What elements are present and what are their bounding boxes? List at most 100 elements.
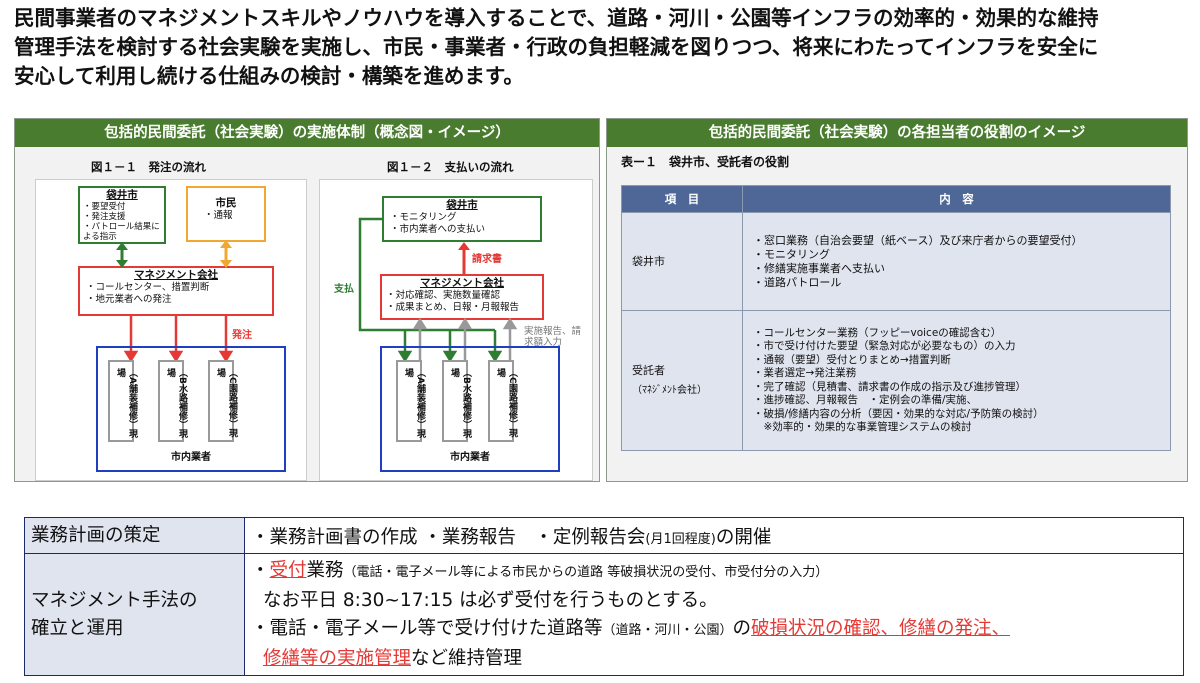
row2-l1-main: 業務 <box>306 559 344 581</box>
fig1-city-name: 袋井市 <box>106 189 138 201</box>
row2-content: ・受付業務（電話・電子メール等による市民からの道路 等破損状況の受付、市受付分の… <box>244 553 1184 676</box>
fig1-city-mgmt-arrow <box>116 242 128 268</box>
fig2-site-a: （A舗装補修）現場 <box>396 360 425 442</box>
roles-row-content: ・コールセンター業務（フッピーvoiceの確認含む） ・市で受け付けた要望（緊急… <box>742 310 1171 451</box>
fig1-site-c: （C園路補修）現場 <box>208 360 237 442</box>
fig1-arrows <box>116 240 234 363</box>
fig2-arrows <box>358 217 518 363</box>
roles-content-line: ・道路パトロール <box>753 275 842 289</box>
table-row: マネジメント手法の 確立と運用 ・受付業務（電話・電子メール等による市民からの道… <box>24 553 1184 676</box>
fig1-contractors-box: （A舗装補修）現場 （B水路補修）現場 （C園路補修）現場 市内業者 <box>96 346 286 472</box>
fig1-mgmt-name: マネジメント会社 <box>134 269 218 281</box>
intro-line-2: 管理手法を検討する社会実験を実施し、市民・事業者・行政の負担軽減を図りつつ、将来… <box>14 35 1099 59</box>
fig1-city-item: ・要望受付 <box>83 202 126 212</box>
fig2-payment-arrows <box>358 217 503 363</box>
roles-panel-title: 包括的民間委託（社会実験）の各担当者の役割のイメージ <box>607 119 1187 147</box>
roles-panel: 包括的民間委託（社会実験）の各担当者の役割のイメージ 表ー１ 袋井市、受託者の役… <box>606 118 1188 482</box>
roles-content-line: ※効率的・効果的な事業管理システムの検討 <box>753 421 972 433</box>
row2-line2: なお平日 8:30~17:15 は必ず受付を行うものとする。 <box>263 589 718 611</box>
management-table: 業務計画の策定 ・業務計画書の作成 ・業務報告 ・定例報告会(月1回程度)の開催… <box>24 517 1184 676</box>
row2-head-line1: マネジメント手法の <box>31 589 198 611</box>
fig2-invoice-arrow <box>458 242 470 274</box>
implementation-panel-title: 包括的民間委託（社会実験）の実施体制（概念図・イメージ） <box>15 119 599 147</box>
row2-l4-tail: など維持管理 <box>411 647 523 669</box>
fig1-area: 袋井市 ・要望受付 ・発注支援 ・パトロール結果による指示 市民 ・通報 マネジ… <box>35 179 307 481</box>
roles-table-header: 項 目 内 容 <box>621 185 1171 213</box>
roles-content-line: ・破損/修繕内容の分析（要因・効果的な対応/予防策の検討） <box>753 407 1044 420</box>
intro-text: 民間事業者のマネジメントスキルやノウハウを導入することで、道路・河川・公園等イン… <box>14 4 1189 91</box>
row1-content: ・業務計画書の作成 ・業務報告 ・定例報告会(月1回程度)の開催 <box>244 517 1184 554</box>
fig2-site-b: （B水路補修）現場 <box>442 360 471 442</box>
row2-l3-main: ・電話・電子メール等で受け付けた道路等 <box>251 617 603 639</box>
fig2-contractors-label: 市内業者 <box>450 452 490 463</box>
fig2-report-arrows <box>412 317 518 360</box>
roles-row-item: 受託者 （ﾏﾈｼﾞﾒﾝﾄ会社） <box>621 310 743 451</box>
row2-l1-small: （電話・電子メール等による市民からの道路 等破損状況の受付、市受付分の入力） <box>343 564 829 580</box>
row2-l3-small: （道路・河川・公園） <box>602 622 733 638</box>
roles-row-content: ・窓口業務（自治会要望（紙ベース）及び来庁者からの要望受付） ・モニタリング ・… <box>742 212 1171 311</box>
roles-content-line: ・完了確認（見積書、請求書の作成の指示及び進捗管理） <box>753 380 1026 393</box>
fig2-area: 袋井市 ・モニタリング ・市内業者への支払い 請求書 支払 マネジメント会社 ・… <box>319 179 593 481</box>
fig2-city-item: ・モニタリング <box>390 212 457 223</box>
fig1-city-item: ・発注支援 <box>83 212 126 222</box>
fig1-city-item: ・パトロール結果による指示 <box>83 222 160 242</box>
row1-text-a: ・業務計画書の作成 ・業務報告 ・定例報告会 <box>251 526 646 548</box>
fig1-mgmt-item: ・コールセンター、措置判断 <box>86 282 210 293</box>
fig1-citizen-name: 市民 <box>215 197 237 209</box>
roles-content-line: ・修繕実施事業者へ支払い <box>753 261 885 275</box>
roles-row-item-sub: （ﾏﾈｼﾞﾒﾝﾄ会社） <box>632 384 707 396</box>
roles-header-content: 内 容 <box>742 185 1171 213</box>
fig1-order-label: 発注 <box>232 330 252 341</box>
implementation-panel: 包括的民間委託（社会実験）の実施体制（概念図・イメージ） 図１－１ 発注の流れ … <box>14 118 600 482</box>
fig2-mgmt-item: ・成果まとめ、日報・月報報告 <box>386 302 520 313</box>
fig2-mgmt-item: ・対応確認、実施数量確認 <box>386 290 501 301</box>
fig2-mgmt-name: マネジメント会社 <box>420 277 504 289</box>
table-row: 袋井市 ・窓口業務（自治会要望（紙ベース）及び来庁者からの要望受付） ・モニタリ… <box>621 212 1171 311</box>
roles-content-line: ・コールセンター業務（フッピーvoiceの確認含む） <box>753 326 1002 339</box>
roles-content-line: ・市で受け付けた要望（緊急対応が必要なもの）の入力 <box>753 340 1016 352</box>
fig1-site-b: （B水路補修）現場 <box>158 360 187 442</box>
roles-row-item: 袋井市 <box>621 212 743 311</box>
fig2-payment-label: 支払 <box>334 284 354 295</box>
row2-l4-red: 修繕等の実施管理 <box>263 647 412 669</box>
row2-l1-red: 受付 <box>269 559 307 581</box>
row2-l3-red: 破損状況の確認、修繕の発注、 <box>751 617 1011 639</box>
roles-content-line: ・通報（要望）受付とりまとめ→措置判断 <box>753 353 951 366</box>
fig1-citizen-item: ・通報 <box>204 210 233 221</box>
roles-row-item-name: 受託者 <box>632 363 665 377</box>
fig1-site-a: （A舗装補修）現場 <box>108 360 137 442</box>
fig1-mgmt-item: ・地元業者への発注 <box>86 294 172 305</box>
row1-head: 業務計画の策定 <box>24 517 245 554</box>
fig1-title: 図１－１ 発注の流れ <box>91 160 206 174</box>
row2-head-line2: 確立と運用 <box>31 617 124 639</box>
row2-line4: 修繕等の実施管理など維持管理 <box>251 645 1177 673</box>
table-row: 業務計画の策定 ・業務計画書の作成 ・業務報告 ・定例報告会(月1回程度)の開催 <box>24 517 1184 554</box>
intro-line-3: 安心して利用し続ける仕組みの検討・構築を進めます。 <box>14 64 524 88</box>
fig1-order-arrows <box>123 316 234 363</box>
fig2-invoice-label: 請求書 <box>472 254 502 265</box>
row2-line1: ・受付業務（電話・電子メール等による市民からの道路 等破損状況の受付、市受付分の… <box>251 557 1177 587</box>
fig1-citizen-mgmt-arrow <box>220 240 232 268</box>
roles-content-line: ・モニタリング <box>753 247 830 261</box>
row2-line3: ・電話・電子メール等で受け付けた道路等（道路・河川・公園）の破損状況の確認、修繕… <box>251 615 1177 645</box>
roles-table-caption: 表ー１ 袋井市、受託者の役割 <box>621 155 790 169</box>
intro-line-1: 民間事業者のマネジメントスキルやノウハウを導入することで、道路・河川・公園等イン… <box>14 6 1099 30</box>
roles-content-line: ・窓口業務（自治会要望（紙ベース）及び来庁者からの要望受付） <box>753 233 1083 247</box>
row1-text-small: (月1回程度) <box>645 531 716 547</box>
fig2-contractors-box: （A舗装補修）現場 （B水路補修）現場 （C園路補修）現場 市内業者 <box>380 346 560 472</box>
row1-text-b: の開催 <box>715 526 772 548</box>
row2-head: マネジメント手法の 確立と運用 <box>24 553 245 676</box>
table-row: 受託者 （ﾏﾈｼﾞﾒﾝﾄ会社） ・コールセンター業務（フッピーvoiceの確認含… <box>621 310 1171 451</box>
row2-l1-prefix: ・ <box>251 559 270 581</box>
roles-content-line: ・業者選定→発注業務 <box>753 367 857 379</box>
roles-table: 項 目 内 容 袋井市 ・窓口業務（自治会要望（紙ベース）及び来庁者からの要望受… <box>621 185 1171 451</box>
fig1-city-box: 袋井市 ・要望受付 ・発注支援 ・パトロール結果による指示 <box>78 186 166 244</box>
fig2-site-c: （C園路補修）現場 <box>488 360 517 442</box>
fig1-contractors-label: 市内業者 <box>171 452 211 463</box>
fig2-report-label: 実施報告、請求額入力 <box>524 326 582 348</box>
row2-l3-mid: の <box>732 617 752 639</box>
fig2-title: 図１－２ 支払いの流れ <box>387 160 514 174</box>
fig2-city-box: 袋井市 ・モニタリング ・市内業者への支払い <box>382 196 542 242</box>
fig2-mgmt-box: マネジメント会社 ・対応確認、実施数量確認 ・成果まとめ、日報・月報報告 <box>380 274 544 320</box>
fig2-city-item: ・市内業者への支払い <box>390 224 486 235</box>
